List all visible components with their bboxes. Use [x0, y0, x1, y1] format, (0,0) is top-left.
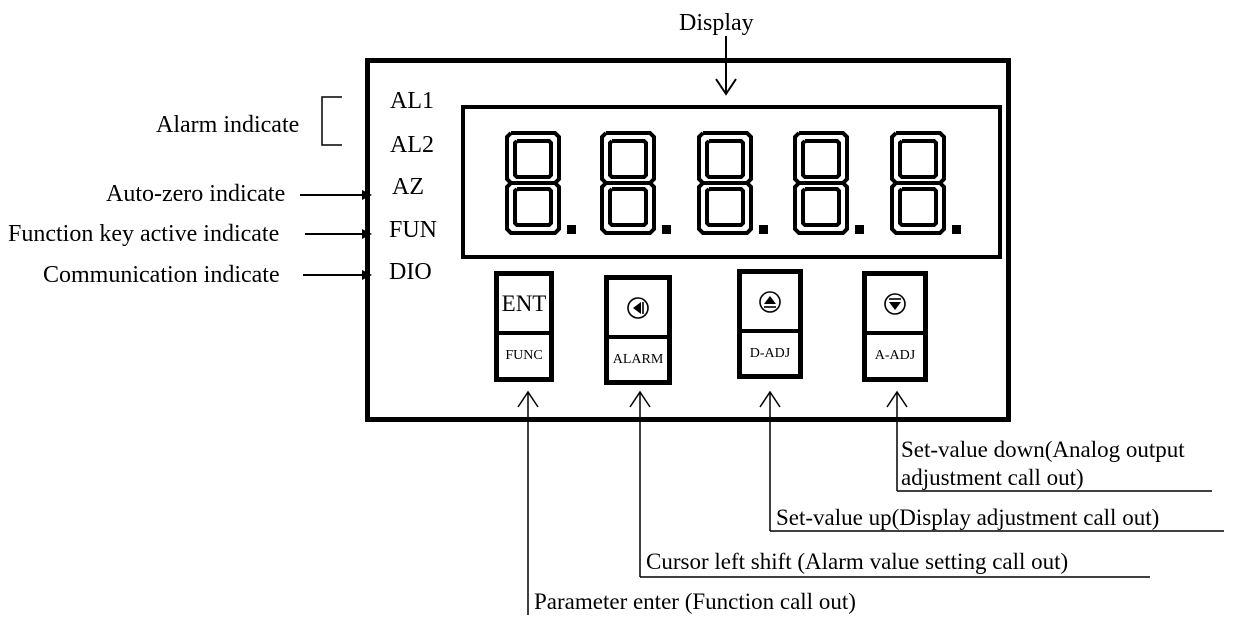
- ent-label: ENT: [499, 276, 549, 335]
- digit-1: [505, 131, 576, 235]
- digit-5: [890, 131, 961, 235]
- d-adj-key[interactable]: D-ADJ: [737, 269, 803, 379]
- alarm-indicate-label: Alarm indicate: [156, 112, 300, 138]
- digit-3: [697, 131, 768, 235]
- indicator-az: AZ: [392, 174, 424, 200]
- parameter-enter-label: Parameter enter (Function call out): [534, 589, 856, 614]
- segment-digits: [505, 131, 961, 235]
- function-key-label: Function key active indicate: [8, 221, 280, 247]
- ent-func-key[interactable]: ENT FUNC: [494, 271, 554, 382]
- indicator-al1: AL1: [390, 88, 434, 114]
- down-arrow-icon: [884, 292, 906, 315]
- alarm-key[interactable]: ALARM: [604, 275, 672, 385]
- d-adj-key-top: [742, 274, 798, 333]
- left-arrow-icon: [627, 296, 649, 319]
- alarm-key-top: [609, 280, 667, 339]
- digit-2: [600, 131, 671, 235]
- func-label: FUNC: [505, 348, 543, 363]
- a-adj-key[interactable]: A-ADJ: [862, 271, 928, 382]
- indicator-al2: AL2: [390, 132, 434, 158]
- seven-segment-display: [461, 105, 1002, 259]
- a-adj-key-top: [867, 276, 923, 335]
- a-adj-label: A-ADJ: [874, 348, 916, 363]
- communication-label: Communication indicate: [43, 262, 280, 288]
- indicator-fun: FUN: [389, 217, 438, 243]
- alarm-label: ALARM: [612, 352, 664, 367]
- d-adj-label: D-ADJ: [749, 346, 791, 361]
- meter-panel: [365, 58, 1011, 422]
- display-label: Display: [679, 10, 754, 36]
- indicator-dio: DIO: [389, 259, 432, 285]
- set-value-up-label: Set-value up(Display adjustment call out…: [776, 505, 1160, 530]
- auto-zero-label: Auto-zero indicate: [106, 181, 286, 207]
- digit-4: [793, 131, 864, 235]
- set-value-down-line2: adjustment call out): [901, 465, 1084, 490]
- up-arrow-icon: [759, 290, 781, 313]
- cursor-left-label: Cursor left shift (Alarm value setting c…: [646, 549, 1069, 574]
- set-value-down-line1: Set-value down(Analog output: [901, 437, 1185, 462]
